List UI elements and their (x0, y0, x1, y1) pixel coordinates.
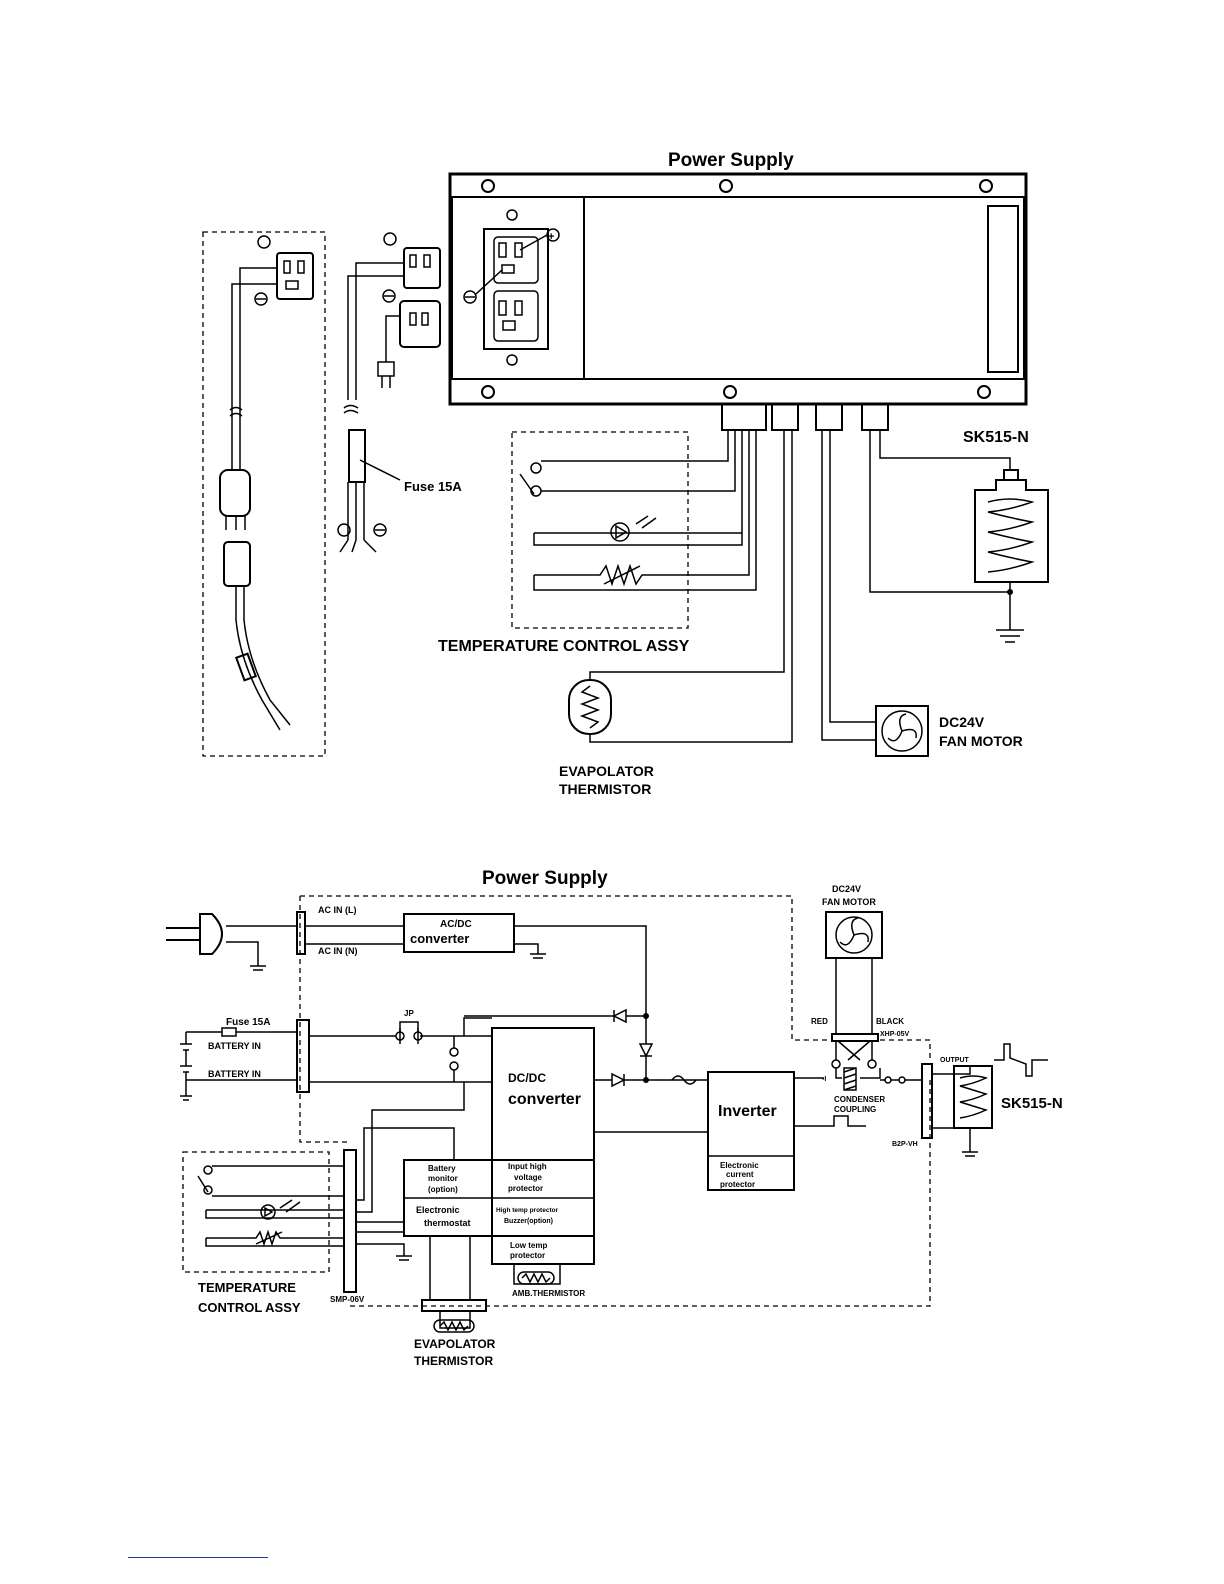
bottom-fan-motor: DC24V FAN MOTOR RED BLACK XHP-05V (811, 884, 910, 1042)
amb-label: AMB.THERMISTOR (512, 1289, 585, 1298)
smp-label: SMP-06V (330, 1295, 365, 1304)
top-evap-label-2: THERMISTOR (559, 781, 651, 797)
outlet-panel (483, 228, 549, 350)
bottom-temp-control-2: CONTROL ASSY (198, 1300, 301, 1315)
top-evap-label-1: EVAPOLATOR (559, 763, 654, 779)
bottom-evap-1: EVAPOLATOR (414, 1337, 496, 1351)
minus-label: -I (822, 1076, 826, 1083)
condenser-1: CONDENSER (834, 1095, 885, 1104)
ac-plug: AC IN (L) AC IN (N) (166, 905, 404, 971)
battery-monitor-1: Battery (428, 1164, 456, 1173)
top-fuse-label: Fuse 15A (404, 479, 462, 494)
power-supply-enclosure (299, 895, 828, 1143)
input-high-1: Input high (508, 1162, 547, 1171)
low-temp-2: protector (510, 1251, 545, 1260)
top-title: Power Supply (668, 150, 794, 171)
output-and-sk515: OUTPUT B2P-VH SK515-N (892, 1043, 1063, 1157)
ac-in-l-label: AC IN (L) (318, 905, 357, 915)
high-temp-2: Buzzer(option) (504, 1218, 553, 1225)
top-sk515-coil: SK515-N (869, 429, 1049, 643)
ac-in-n-label: AC IN (N) (318, 946, 358, 956)
top-connectors (721, 403, 889, 431)
battery-monitor-3: (option) (428, 1185, 458, 1194)
footer-rule (128, 1557, 268, 1558)
bottom-diagram: Power Supply AC IN (L) AC IN (N) AC/DC c… (166, 868, 1063, 1368)
condenser-coupling: -I CONDENSER COUPLING (822, 1040, 922, 1114)
dcdc-converter-block: DC/DC converter Battery monitor (option)… (403, 1027, 595, 1298)
bottom-temp-control-1: TEMPERATURE (198, 1280, 296, 1295)
bottom-temperature-control: SMP-06V TEMPERATURE CONTROL ASSY (182, 1082, 465, 1315)
dcdc-label-2: converter (508, 1091, 581, 1108)
bottom-model-label: SK515-N (1001, 1095, 1063, 1112)
temperature-control-assy: TEMPERATURE CONTROL ASSY (438, 430, 757, 655)
battery-monitor-2: monitor (428, 1174, 458, 1183)
jp-label: JP (404, 1009, 414, 1018)
red-label: RED (811, 1017, 828, 1026)
acdc-label-2: converter (410, 931, 469, 946)
input-high-2: voltage (514, 1173, 543, 1182)
dcdc-label-1: DC/DC (508, 1071, 546, 1085)
acdc-converter: AC/DC converter (403, 913, 647, 1016)
ac-power-cord-assembly: Fuse 15A (337, 232, 462, 553)
top-fan-label-1: DC24V (939, 714, 985, 730)
input-high-3: protector (508, 1184, 543, 1193)
top-fan-label-2: FAN MOTOR (939, 733, 1023, 749)
diodes-path (464, 1008, 708, 1133)
xhp-label: XHP-05V (880, 1031, 910, 1038)
output-label: OUTPUT (940, 1057, 970, 1064)
elec-current-3: protector (720, 1180, 755, 1189)
elec-current-2: current (726, 1170, 754, 1179)
top-model-label: SK515-N (963, 429, 1029, 446)
bottom-fuse-label: Fuse 15A (226, 1017, 270, 1028)
bottom-fan-label-2: FAN MOTOR (822, 897, 876, 907)
evaporator-thermistor: EVAPOLATOR THERMISTOR (559, 430, 793, 797)
inverter-block: Inverter Electronic current protector (707, 1071, 866, 1191)
black-label: BLACK (876, 1017, 904, 1026)
battery-inputs: Fuse 15A BATTERY IN BATTERY IN JP (180, 1009, 492, 1101)
high-temp-1: High temp protector (496, 1207, 559, 1214)
top-fan-motor: DC24V FAN MOTOR (821, 430, 1023, 757)
bottom-title: Power Supply (482, 868, 608, 889)
elec-thermo-2: thermostat (424, 1218, 471, 1228)
elec-thermo-1: Electronic (416, 1205, 460, 1215)
battery-in-label-1: BATTERY IN (208, 1041, 261, 1051)
power-supply-box: + (448, 172, 1028, 406)
bottom-evap-2: THERMISTOR (414, 1354, 493, 1368)
top-temp-control-label: TEMPERATURE CONTROL ASSY (438, 638, 690, 655)
bottom-evaporator-thermistor: EVAPOLATOR THERMISTOR (414, 1236, 496, 1368)
elec-current-1: Electronic (720, 1161, 759, 1170)
low-temp-1: Low temp (510, 1241, 547, 1250)
inverter-label: Inverter (718, 1103, 777, 1120)
svg-text:+: + (548, 231, 554, 243)
b2p-label: B2P-VH (892, 1141, 918, 1148)
top-diagram: Power Supply + (202, 150, 1049, 797)
condenser-2: COUPLING (834, 1105, 876, 1114)
battery-in-label-2: BATTERY IN (208, 1069, 261, 1079)
dc-power-cord-assembly (202, 231, 326, 757)
acdc-label-1: AC/DC (440, 919, 472, 930)
bottom-fan-label-1: DC24V (832, 884, 861, 894)
